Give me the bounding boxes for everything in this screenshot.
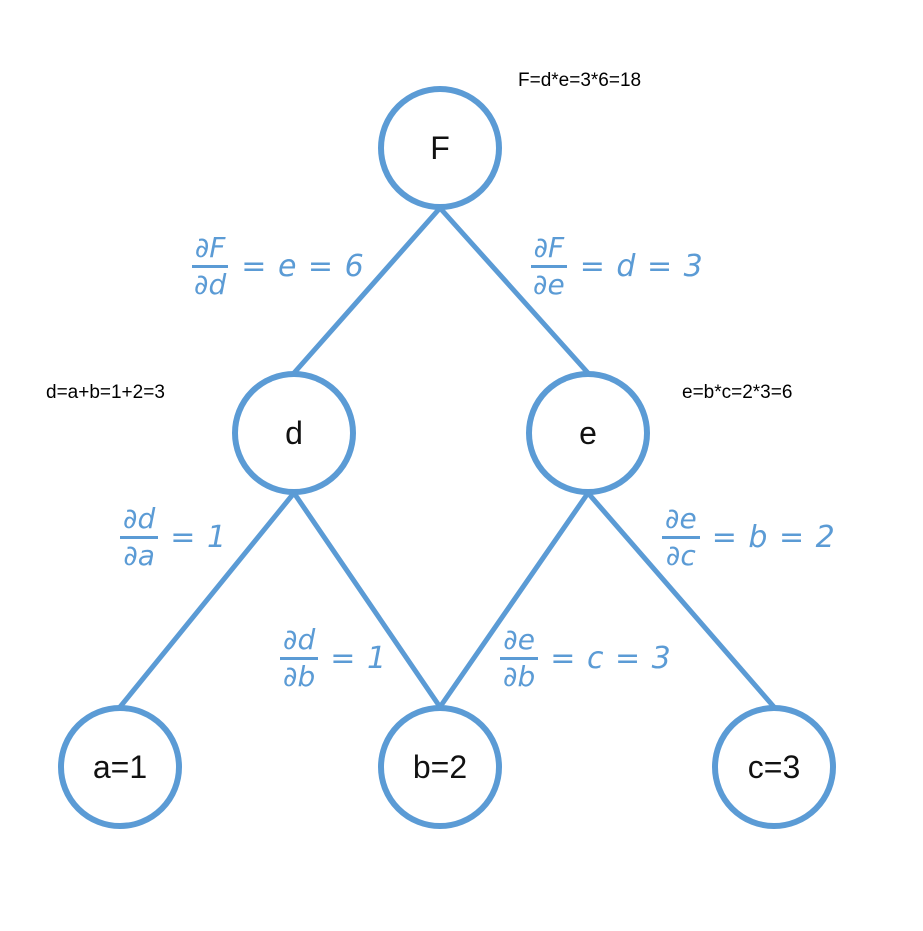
- node-a-label: a=1: [93, 749, 147, 785]
- derivative-dd-da: ∂d ∂a = 1: [120, 504, 227, 571]
- derivative-value: = 1: [170, 519, 228, 555]
- denominator: ∂b: [283, 660, 316, 694]
- numerator: ∂d: [280, 625, 319, 661]
- derivative-de-dc: ∂e ∂c = b = 2: [662, 504, 836, 571]
- derivative-value: = b = 2: [711, 519, 836, 555]
- note-d: d=a+b=1+2=3: [46, 382, 165, 403]
- denominator: ∂e: [533, 268, 565, 302]
- denominator: ∂d: [194, 268, 227, 302]
- note-e: e=b*c=2*3=6: [682, 382, 793, 403]
- derivative-value: = e = 6: [241, 248, 365, 284]
- derivative-value: = c = 3: [550, 640, 672, 676]
- fraction: ∂F ∂d: [191, 233, 229, 300]
- fraction: ∂e ∂c: [662, 504, 700, 571]
- denominator: ∂a: [123, 539, 155, 573]
- edge-F-e: [437, 205, 591, 376]
- fraction: ∂d ∂b: [280, 625, 319, 694]
- node-F: F: [378, 86, 502, 210]
- edge-e-c: [585, 490, 777, 710]
- fraction: ∂d ∂a: [120, 504, 159, 573]
- edge-e-b: [437, 490, 591, 710]
- node-d: d: [232, 371, 356, 495]
- numerator: ∂e: [662, 504, 700, 540]
- derivative-dF-dd: ∂F ∂d = e = 6: [191, 233, 365, 300]
- node-c: c=3: [712, 705, 836, 829]
- node-e: e: [526, 371, 650, 495]
- numerator: ∂F: [530, 233, 568, 269]
- node-b-label: b=2: [413, 749, 467, 785]
- node-d-label: d: [285, 415, 303, 451]
- derivative-dF-de: ∂F ∂e = d = 3: [530, 233, 704, 300]
- node-F-label: F: [430, 130, 450, 166]
- fraction: ∂F ∂e: [530, 233, 568, 300]
- node-c-label: c=3: [748, 749, 800, 785]
- note-F: F=d*e=3*6=18: [518, 70, 642, 91]
- numerator: ∂e: [500, 625, 538, 661]
- derivative-de-db: ∂e ∂b = c = 3: [500, 625, 672, 692]
- derivative-value: = d = 3: [579, 248, 704, 284]
- edge-d-b: [291, 490, 443, 710]
- node-e-label: e: [579, 415, 597, 451]
- derivative-dd-db: ∂d ∂b = 1: [280, 625, 387, 692]
- edge-F-d: [291, 205, 443, 376]
- edge-d-a: [117, 490, 297, 710]
- numerator: ∂d: [120, 504, 159, 540]
- denominator: ∂b: [503, 660, 536, 694]
- node-b: b=2: [378, 705, 502, 829]
- derivative-value: = 1: [330, 640, 388, 676]
- node-a: a=1: [58, 705, 182, 829]
- fraction: ∂e ∂b: [500, 625, 538, 692]
- denominator: ∂c: [665, 539, 696, 573]
- numerator: ∂F: [191, 233, 229, 269]
